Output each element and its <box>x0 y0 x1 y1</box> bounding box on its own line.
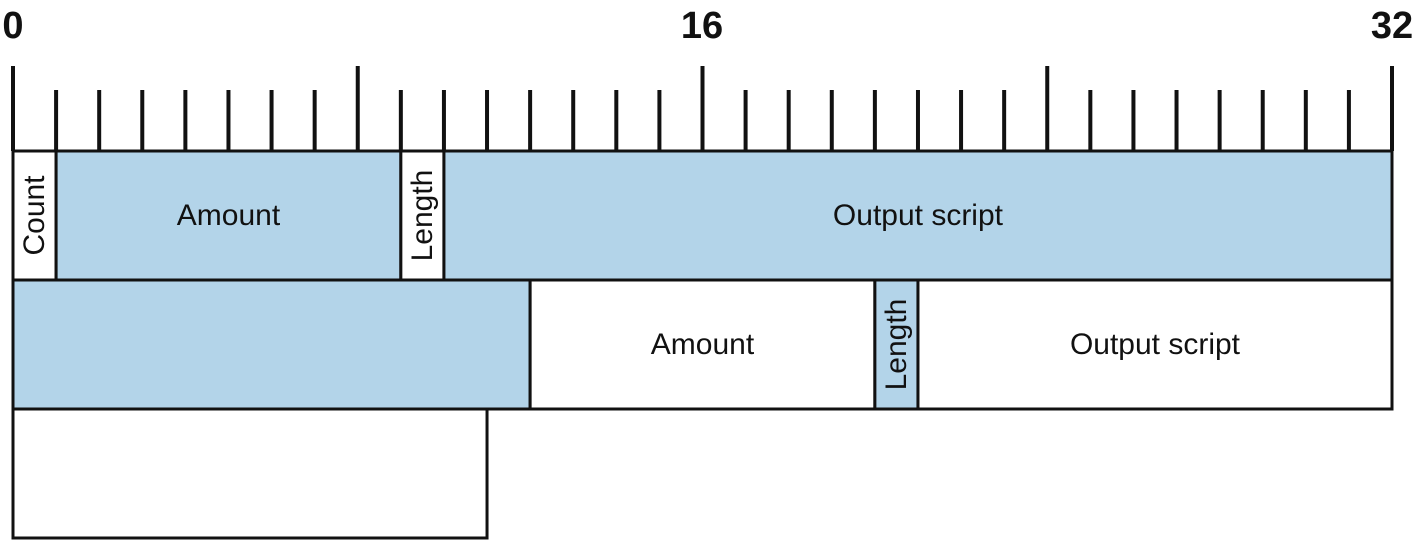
scale-label-start: 0 <box>2 5 23 47</box>
field-box <box>442 149 1394 282</box>
field-box <box>916 278 1394 411</box>
field-box <box>528 278 877 411</box>
field-row-3 <box>11 407 489 540</box>
field-label: Length <box>880 299 913 391</box>
field-label: Output script <box>833 199 1004 232</box>
field-row-1: Count Amount Length Output script <box>11 149 1394 282</box>
field-row-2: Amount Length Output script <box>11 278 1394 411</box>
field-label: Length <box>406 170 439 262</box>
field-label: Output script <box>1070 328 1241 361</box>
ruler-ticks <box>11 66 1394 151</box>
field-label: Amount <box>651 328 755 361</box>
field-box <box>11 407 489 540</box>
field-label: Count <box>18 175 51 256</box>
field-box <box>11 278 532 411</box>
scale-label-mid: 16 <box>681 5 723 47</box>
field-label: Amount <box>177 199 281 232</box>
scale-label-end: 32 <box>1371 5 1413 47</box>
